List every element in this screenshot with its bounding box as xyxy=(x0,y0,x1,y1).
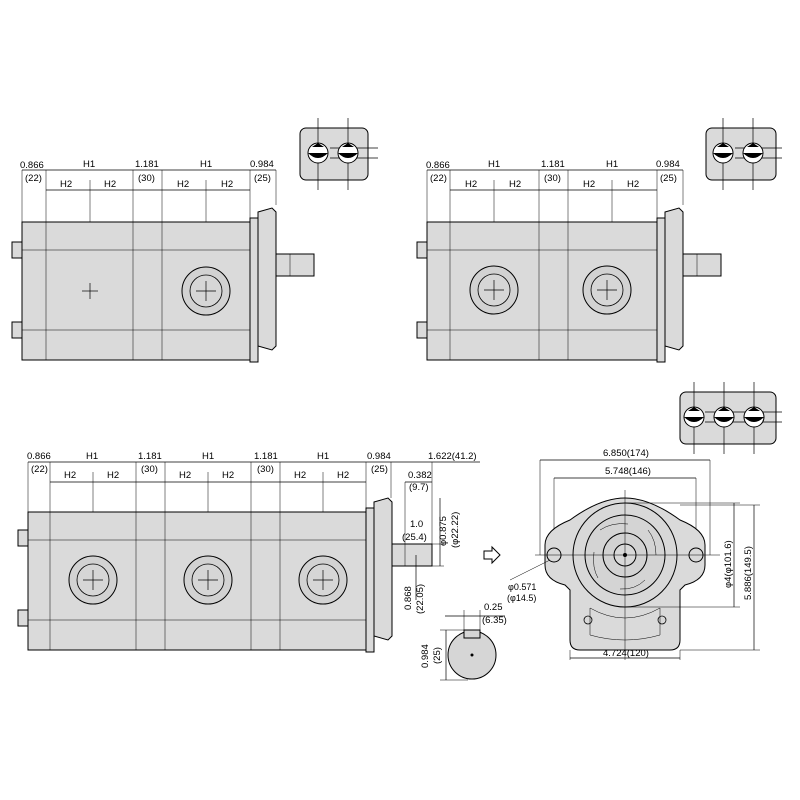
flange xyxy=(249,217,259,363)
flange xyxy=(365,507,375,653)
hydraulic-symbol-double-right xyxy=(705,118,782,190)
dim-h1: H1 xyxy=(83,159,95,170)
dim-30: (30) xyxy=(544,173,561,184)
dim-h2: H2 xyxy=(107,470,119,481)
front-view: 6.850(174) 5.748(146) φ0.571 (φ14.5) 4.7… xyxy=(507,448,760,660)
dim-h2: H2 xyxy=(179,470,191,481)
dim-1181: 1.181 xyxy=(135,159,159,170)
dim-h2: H2 xyxy=(294,470,306,481)
dim-6850: 6.850(174) xyxy=(603,448,649,459)
dim-h1: H1 xyxy=(488,159,500,170)
dim-30: (30) xyxy=(138,173,155,184)
dim-phi2222: (φ22.22) xyxy=(450,512,461,548)
dim-0984: 0.984 xyxy=(367,451,391,462)
dim-phi145: (φ14.5) xyxy=(507,593,536,603)
shaft xyxy=(391,543,433,567)
dim-97: (9.7) xyxy=(409,482,429,493)
dim-25: (25) xyxy=(660,173,677,184)
dim-h2: H2 xyxy=(222,470,234,481)
dim-25: (25) xyxy=(371,464,388,475)
dim-h2: H2 xyxy=(509,179,521,190)
front-flange xyxy=(373,497,393,641)
dim-0984: 0.984 xyxy=(656,159,680,170)
dim-h2: H2 xyxy=(465,179,477,190)
dim-5748: 5.748(146) xyxy=(605,466,651,477)
dim-phi4: φ4(φ101.6) xyxy=(723,540,734,588)
dim-30: (30) xyxy=(141,464,158,475)
dim-h1: H1 xyxy=(202,451,214,462)
dim-h2: H2 xyxy=(60,179,72,190)
dim-0866: 0.866 xyxy=(426,160,450,171)
dim-22: (22) xyxy=(25,173,42,184)
shaft xyxy=(275,253,315,277)
dim-phi0875: φ0.875 xyxy=(438,516,449,546)
dim-5886: 5.886(149.5) xyxy=(743,546,754,600)
dim-25: (25) xyxy=(254,173,271,184)
dim-1181: 1.181 xyxy=(254,451,278,462)
dim-h2: H2 xyxy=(104,179,116,190)
triple-pump-view: 0.866 (22) H1 1.181 (30) H1 1.181 (30) H… xyxy=(17,451,480,653)
dim-h1: H1 xyxy=(606,159,618,170)
dim-h1: H1 xyxy=(86,451,98,462)
dim-22: (22) xyxy=(31,464,48,475)
shaft xyxy=(682,253,722,277)
double-pump-view-left: 0.866 (22) H1 1.181 (30) H1 0.984 (25) H… xyxy=(11,159,315,363)
dim-4724: 4.724(120) xyxy=(603,648,649,659)
dim-10: 1.0 xyxy=(410,519,423,530)
double-pump-view-right: 0.866 (22) H1 1.181 (30) H1 0.984 (25) H… xyxy=(416,159,722,363)
dim-1622: 1.622(41.2) xyxy=(428,451,477,462)
dim-h2: H2 xyxy=(583,179,595,190)
dim-0866: 0.866 xyxy=(20,160,44,171)
dim-635: (6.35) xyxy=(482,615,507,626)
dim-0868: 0.868 xyxy=(403,586,414,610)
dim-0382: 0.382 xyxy=(408,470,432,481)
shaft-section-view: 0.25 (6.35) 0.984 (25) xyxy=(420,602,507,681)
dim-254: (25.4) xyxy=(402,532,427,543)
hydraulic-symbol-triple xyxy=(679,382,782,454)
hydraulic-symbol-double-left xyxy=(299,118,378,190)
dim-22: (22) xyxy=(430,173,447,184)
dim-0866: 0.866 xyxy=(27,451,51,462)
dim-30: (30) xyxy=(257,464,274,475)
front-flange xyxy=(257,207,277,351)
dim-0984: 0.984 xyxy=(420,644,431,668)
dim-h2: H2 xyxy=(177,179,189,190)
dim-h2: H2 xyxy=(64,470,76,481)
dim-1181: 1.181 xyxy=(541,159,565,170)
dim-25: (25) xyxy=(432,647,443,664)
flange xyxy=(656,217,666,363)
front-flange xyxy=(664,207,684,351)
dim-025: 0.25 xyxy=(484,602,503,613)
arrow-icon xyxy=(483,545,501,565)
dim-h1: H1 xyxy=(317,451,329,462)
dim-1181: 1.181 xyxy=(138,451,162,462)
dim-2205: (22.05) xyxy=(415,584,426,614)
dim-0984: 0.984 xyxy=(250,159,274,170)
dim-phi0571: φ0.571 xyxy=(508,582,536,592)
dim-h2: H2 xyxy=(627,179,639,190)
dim-h2: H2 xyxy=(337,470,349,481)
dim-h2: H2 xyxy=(221,179,233,190)
dim-h1: H1 xyxy=(200,159,212,170)
